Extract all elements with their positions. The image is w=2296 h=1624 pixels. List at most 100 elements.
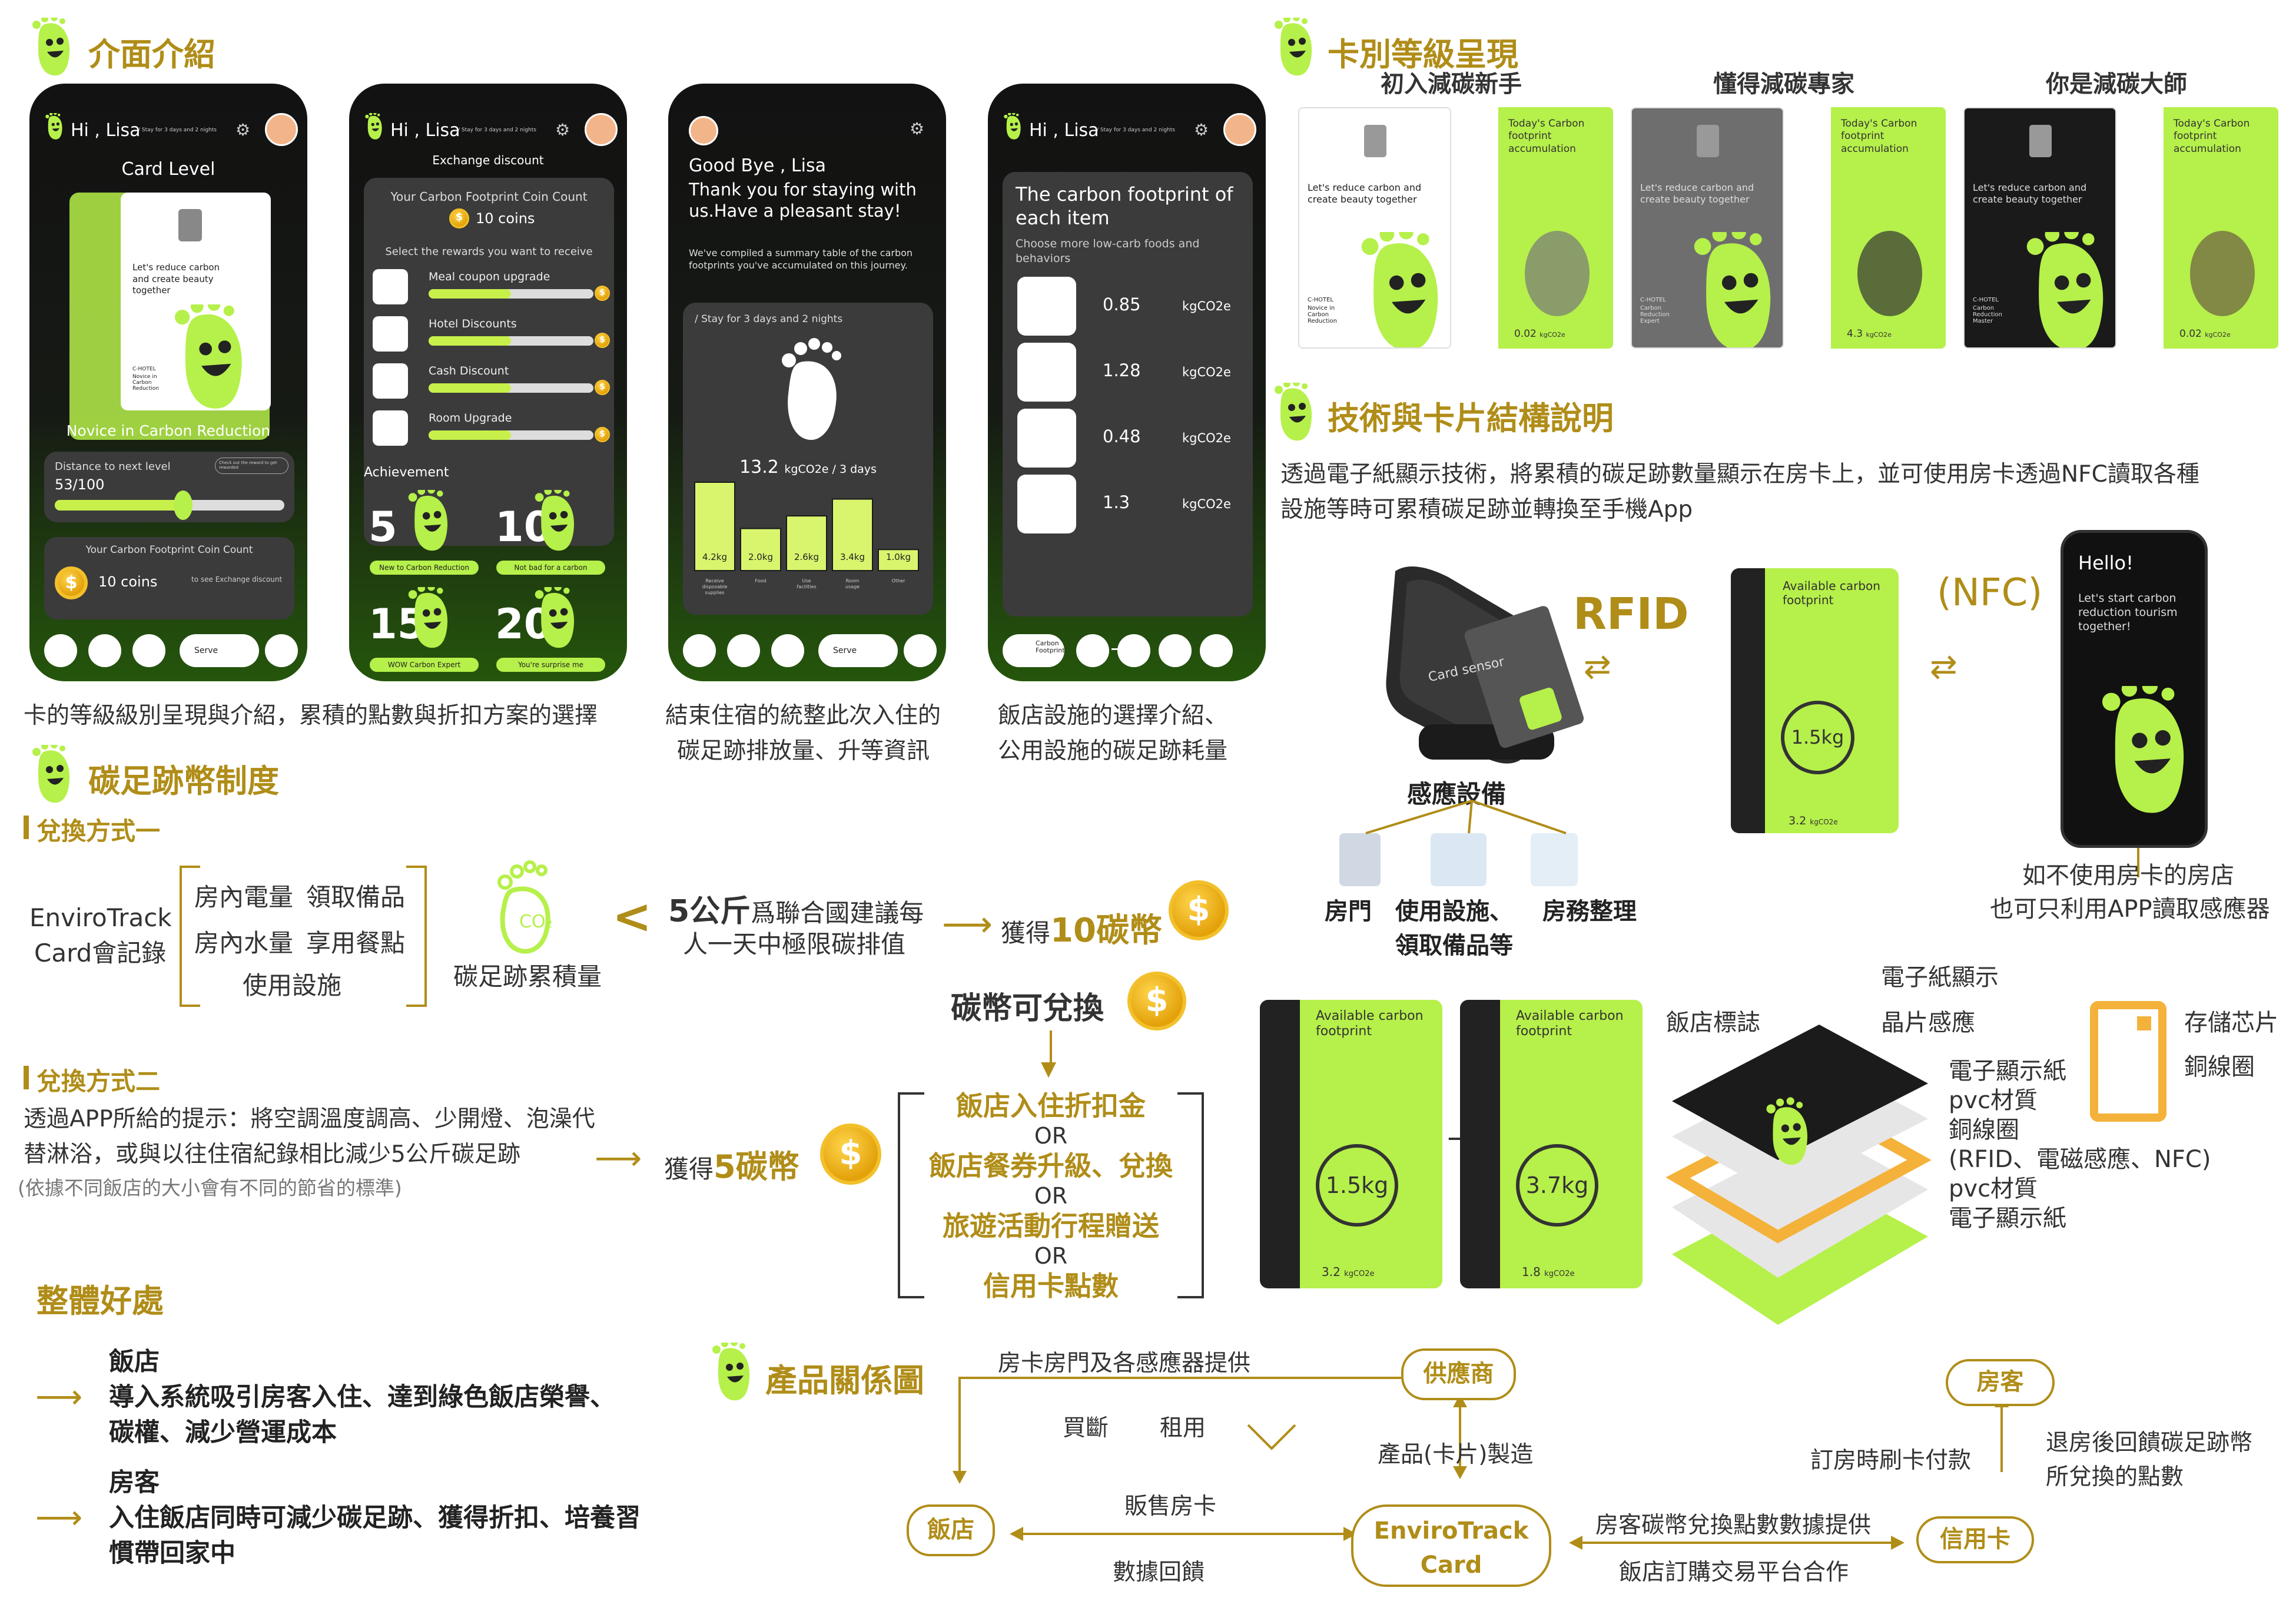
coin-icon[interactable]: $ xyxy=(595,333,610,348)
card-slogan: Let's reduce carbon and create beauty to… xyxy=(1973,182,2087,205)
bar-value-label: 3.4kg xyxy=(840,552,865,562)
level-card[interactable]: Let's reduce carbon and create beauty to… xyxy=(121,193,271,410)
progress-bar xyxy=(55,500,284,511)
mascot-icon xyxy=(1272,379,1319,444)
today-number: 0.02 xyxy=(1514,328,1537,340)
level-card-front[interactable]: Let's reduce carbon and create beauty to… xyxy=(1963,107,2116,349)
co2-footprint-icon: CO₂ xyxy=(497,860,553,954)
card-slogan: Let's reduce carbon and create beauty to… xyxy=(1640,182,1754,205)
caption-1: 卡的等級級別呈現與介紹，累積的點數與折扣方案的選擇 xyxy=(24,702,598,729)
reward-label[interactable]: Room Upgrade xyxy=(429,412,512,425)
avatar[interactable] xyxy=(585,113,618,146)
gear-icon[interactable]: ⚙ xyxy=(910,119,925,138)
level-card-back[interactable]: Today's Carbon footprint accumulation 0.… xyxy=(1460,107,1613,349)
avatar[interactable] xyxy=(1223,113,1256,146)
avatar[interactable] xyxy=(689,116,718,145)
today-value: 0.02 kgCO2e xyxy=(2179,328,2231,340)
reward-label[interactable]: Hotel Discounts xyxy=(429,317,517,330)
today-value: 4.3 kgCO2e xyxy=(1847,328,1892,340)
bar-value-label: 1.0kg xyxy=(886,552,911,562)
serve-button[interactable]: Serve xyxy=(180,634,259,667)
pasta-icon[interactable] xyxy=(1017,343,1076,402)
avatar[interactable] xyxy=(265,113,298,146)
level-card-front[interactable]: Let's reduce carbon and create beauty to… xyxy=(1631,107,1784,349)
nav-serve-icon[interactable] xyxy=(1159,634,1192,667)
nav-footprint-icon[interactable] xyxy=(683,634,716,667)
nav-profile-icon[interactable] xyxy=(1200,634,1233,667)
reward-label[interactable]: Cash Discount xyxy=(429,364,509,377)
phone-item-footprint: Hi , Lisa / Stay for 3 days and 2 nights… xyxy=(988,84,1266,681)
achievement-badge[interactable]: 10 Not bad for a carbon xyxy=(490,486,611,578)
rice-icon[interactable] xyxy=(1017,409,1076,468)
hotel-name: C-HOTEL xyxy=(1640,297,1666,303)
today-label: Today's Carbon footprint accumulation xyxy=(2174,118,2250,155)
coin-icon[interactable]: $ xyxy=(595,427,610,442)
sensor-branch-lines xyxy=(1365,800,1567,834)
no-card-text-1: 如不使用房卡的房店 xyxy=(2022,862,2234,889)
nav-home-icon[interactable] xyxy=(88,634,121,667)
reward-bar xyxy=(429,336,593,346)
reward-link[interactable]: Check out the reward to get rewarded xyxy=(215,458,288,474)
next-level-box: Distance to next level Check out the rew… xyxy=(44,452,294,522)
guest-node: 房客 xyxy=(1946,1359,2055,1406)
card-level-title: Card Level xyxy=(121,159,215,180)
nav-profile-icon[interactable] xyxy=(265,634,298,667)
card-value: 1.5kg xyxy=(1781,701,1854,774)
card-slogan: Let's reduce carbon and create beauty to… xyxy=(132,262,220,296)
nav-scan-icon[interactable] xyxy=(1117,634,1150,667)
achievement-badge[interactable]: 20 You're surprise me xyxy=(490,583,611,675)
level-card-back[interactable]: Today's Carbon footprint accumulation 4.… xyxy=(1793,107,1946,349)
chip-icon xyxy=(1697,125,1719,157)
tech-desc-1: 透過電子紙顯示技術，將累積的碳足跡數量顯示在房卡上，並可使用房卡透過NFC讀取各… xyxy=(1280,461,2199,488)
nav-scan-icon[interactable] xyxy=(132,634,165,667)
mascot-icon xyxy=(709,1339,757,1404)
reward-label[interactable]: Meal coupon upgrade xyxy=(429,270,550,283)
struct-card-1[interactable]: Available carbon footprint 1.5kg 3.2 kgC… xyxy=(1260,1000,1442,1288)
credit-card-node: 信用卡 xyxy=(1916,1516,2034,1563)
tech-desc-2: 設施等時可累積碳足跡並轉換至手機App xyxy=(1280,496,1693,523)
way2-text-2: 替淋浴，或與以往住宿紀錄相比減少5公斤碳足跡 xyxy=(24,1141,520,1168)
benefit-hotel-text-2: 碳權、減少營運成本 xyxy=(109,1418,337,1447)
coin-icon[interactable]: $ xyxy=(595,286,610,301)
layer-4-label: pvc材質 xyxy=(1949,1175,2038,1202)
struct-card-2[interactable]: Available carbon footprint 3.7kg 1.8 kgC… xyxy=(1460,1000,1643,1288)
svg-text:CO₂: CO₂ xyxy=(519,912,553,932)
limit-value: 5公斤 xyxy=(668,894,751,929)
coin-icon[interactable]: $ xyxy=(595,380,610,395)
no-card-text-2: 也可只利用APP讀取感應器 xyxy=(1990,896,2270,923)
epaper-label: 電子紙顯示 xyxy=(1881,964,1999,991)
way2-marker xyxy=(24,1066,29,1089)
badge-label: New to Carbon Reduction xyxy=(370,561,479,575)
nav-profile-icon[interactable] xyxy=(904,634,937,667)
nav-home-icon[interactable] xyxy=(727,634,760,667)
carbon-footprint-nav-button[interactable]: Carbon Footprint xyxy=(1003,634,1065,667)
greeting: Hi , Lisa xyxy=(1029,120,1099,141)
gear-icon[interactable]: ⚙ xyxy=(555,120,570,140)
mascot-icon xyxy=(2020,224,2115,347)
milk-icon[interactable] xyxy=(1017,277,1076,336)
steak-icon[interactable] xyxy=(1017,475,1076,533)
level-card-back[interactable]: Today's Carbon footprint accumulation 0.… xyxy=(2125,107,2278,349)
gear-icon[interactable]: ⚙ xyxy=(1194,120,1209,140)
nav-footprint-icon[interactable] xyxy=(44,634,77,667)
achievement-badge[interactable]: 15 WOW Carbon Expert xyxy=(364,583,485,675)
total-unit: kgCO2e / 3 days xyxy=(784,463,877,476)
supplier-node: 供應商 xyxy=(1401,1348,1516,1400)
arrow-right-icon: ⟶ xyxy=(942,904,993,945)
achievement-badge[interactable]: 5 New to Carbon Reduction xyxy=(364,486,485,578)
level-card-front[interactable]: Let's reduce carbon and create beauty to… xyxy=(1298,107,1451,349)
serve-button[interactable]: Serve xyxy=(818,634,898,667)
badge-number: 5 xyxy=(369,503,397,551)
tech-room-card[interactable]: Available carbon footprint 1.5kg 3.2 kgC… xyxy=(1731,568,1899,833)
storage-chip-icon xyxy=(2137,1016,2151,1030)
bar-value-label: 2.6kg xyxy=(794,552,819,562)
reward-bar xyxy=(429,383,593,393)
section-relations-title: 產品關係圖 xyxy=(765,1362,924,1399)
nav-home-icon[interactable] xyxy=(1076,634,1109,667)
exchange-link[interactable]: to see Exchange discount xyxy=(191,575,283,584)
gear-icon[interactable]: ⚙ xyxy=(235,120,251,140)
nav-scan-icon[interactable] xyxy=(771,634,804,667)
mascot-icon xyxy=(165,298,259,413)
arrow-right-icon: ⟶ xyxy=(35,1499,83,1537)
